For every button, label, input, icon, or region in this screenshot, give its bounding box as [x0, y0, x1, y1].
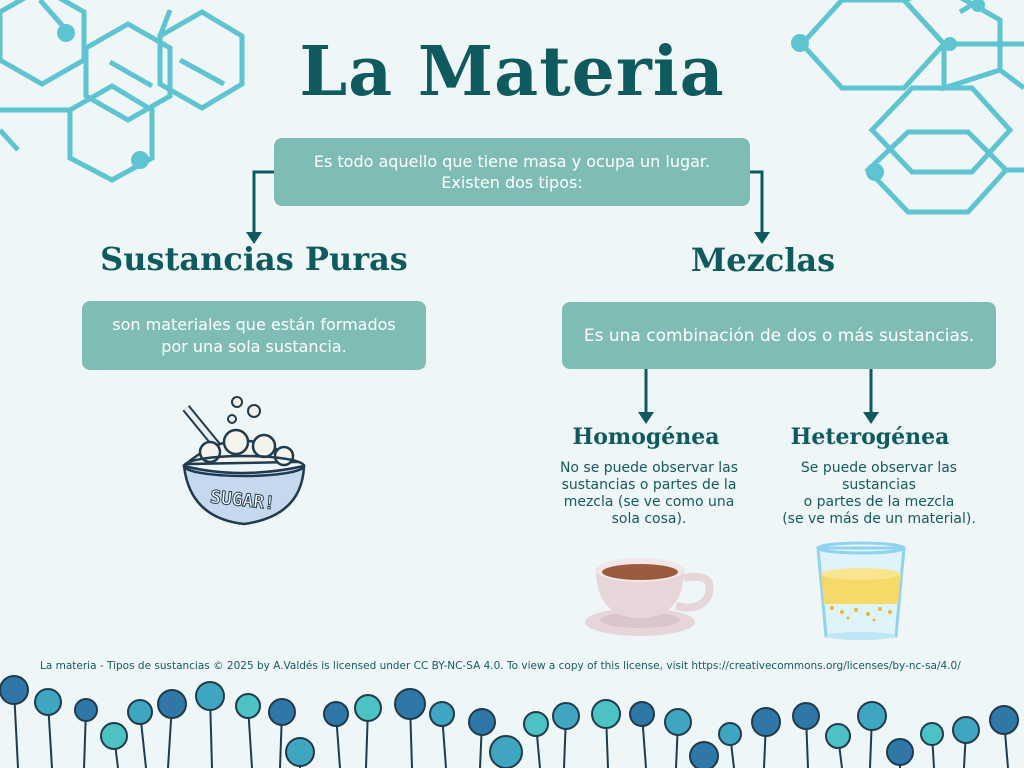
- heterogeneous-line: o partes de la mezcla: [803, 494, 955, 510]
- coffee-cup-icon: [585, 558, 714, 636]
- homogeneous-line: mezcla (se ve como una: [563, 494, 735, 510]
- heterogeneous-line: Se puede observar las: [800, 460, 958, 476]
- mixtures-heading: Mezclas: [690, 241, 836, 279]
- glass-icon: [816, 541, 906, 640]
- homogeneous-description: No se puede observar las sustancias o pa…: [543, 460, 755, 528]
- bottom-dots-decoration: [0, 675, 1019, 768]
- heterogeneous-heading: Heterogénea: [790, 424, 950, 450]
- atom-dots-right-icon: [791, 0, 985, 181]
- definition-line-2: Existen dos tipos:: [441, 173, 583, 192]
- heterogeneous-line: sustancias: [842, 477, 916, 493]
- sugar-bowl-icon: [182, 396, 306, 526]
- heterogeneous-description: Se puede observar las sustancias o parte…: [764, 460, 994, 528]
- mixtures-box: Es una combinación de dos o más sustanci…: [562, 302, 996, 369]
- mixtures-description: Es una combinación de dos o más sustanci…: [583, 325, 975, 346]
- license-footer: La materia - Tipos de sustancias © 2025 …: [40, 660, 961, 672]
- homogeneous-line: No se puede observar las: [559, 460, 739, 476]
- homogeneous-heading: Homogénea: [572, 424, 720, 450]
- pure-line-1: son materiales que están formados: [112, 314, 396, 334]
- pure-line-2: por una sola sustancia.: [161, 336, 347, 356]
- connector-arrows: [252, 170, 873, 414]
- pure-substances-box: son materiales que están formados por un…: [82, 301, 426, 370]
- homogeneous-line: sustancias o partes de la: [561, 477, 737, 493]
- atom-dots-left-icon: [57, 24, 149, 169]
- heterogeneous-line: (se ve más de un material).: [782, 511, 976, 527]
- molecule-left-icon: [0, 0, 245, 183]
- definition-line-1: Es todo aquello que tiene masa y ocupa u…: [313, 152, 711, 171]
- page-title: La Materia: [299, 32, 725, 112]
- homogeneous-line: sola cosa).: [611, 511, 687, 527]
- arrow-heads-icon: [246, 232, 879, 424]
- definition-box: Es todo aquello que tiene masa y ocupa u…: [274, 138, 750, 206]
- pure-substances-heading: Sustancias Puras: [100, 240, 408, 278]
